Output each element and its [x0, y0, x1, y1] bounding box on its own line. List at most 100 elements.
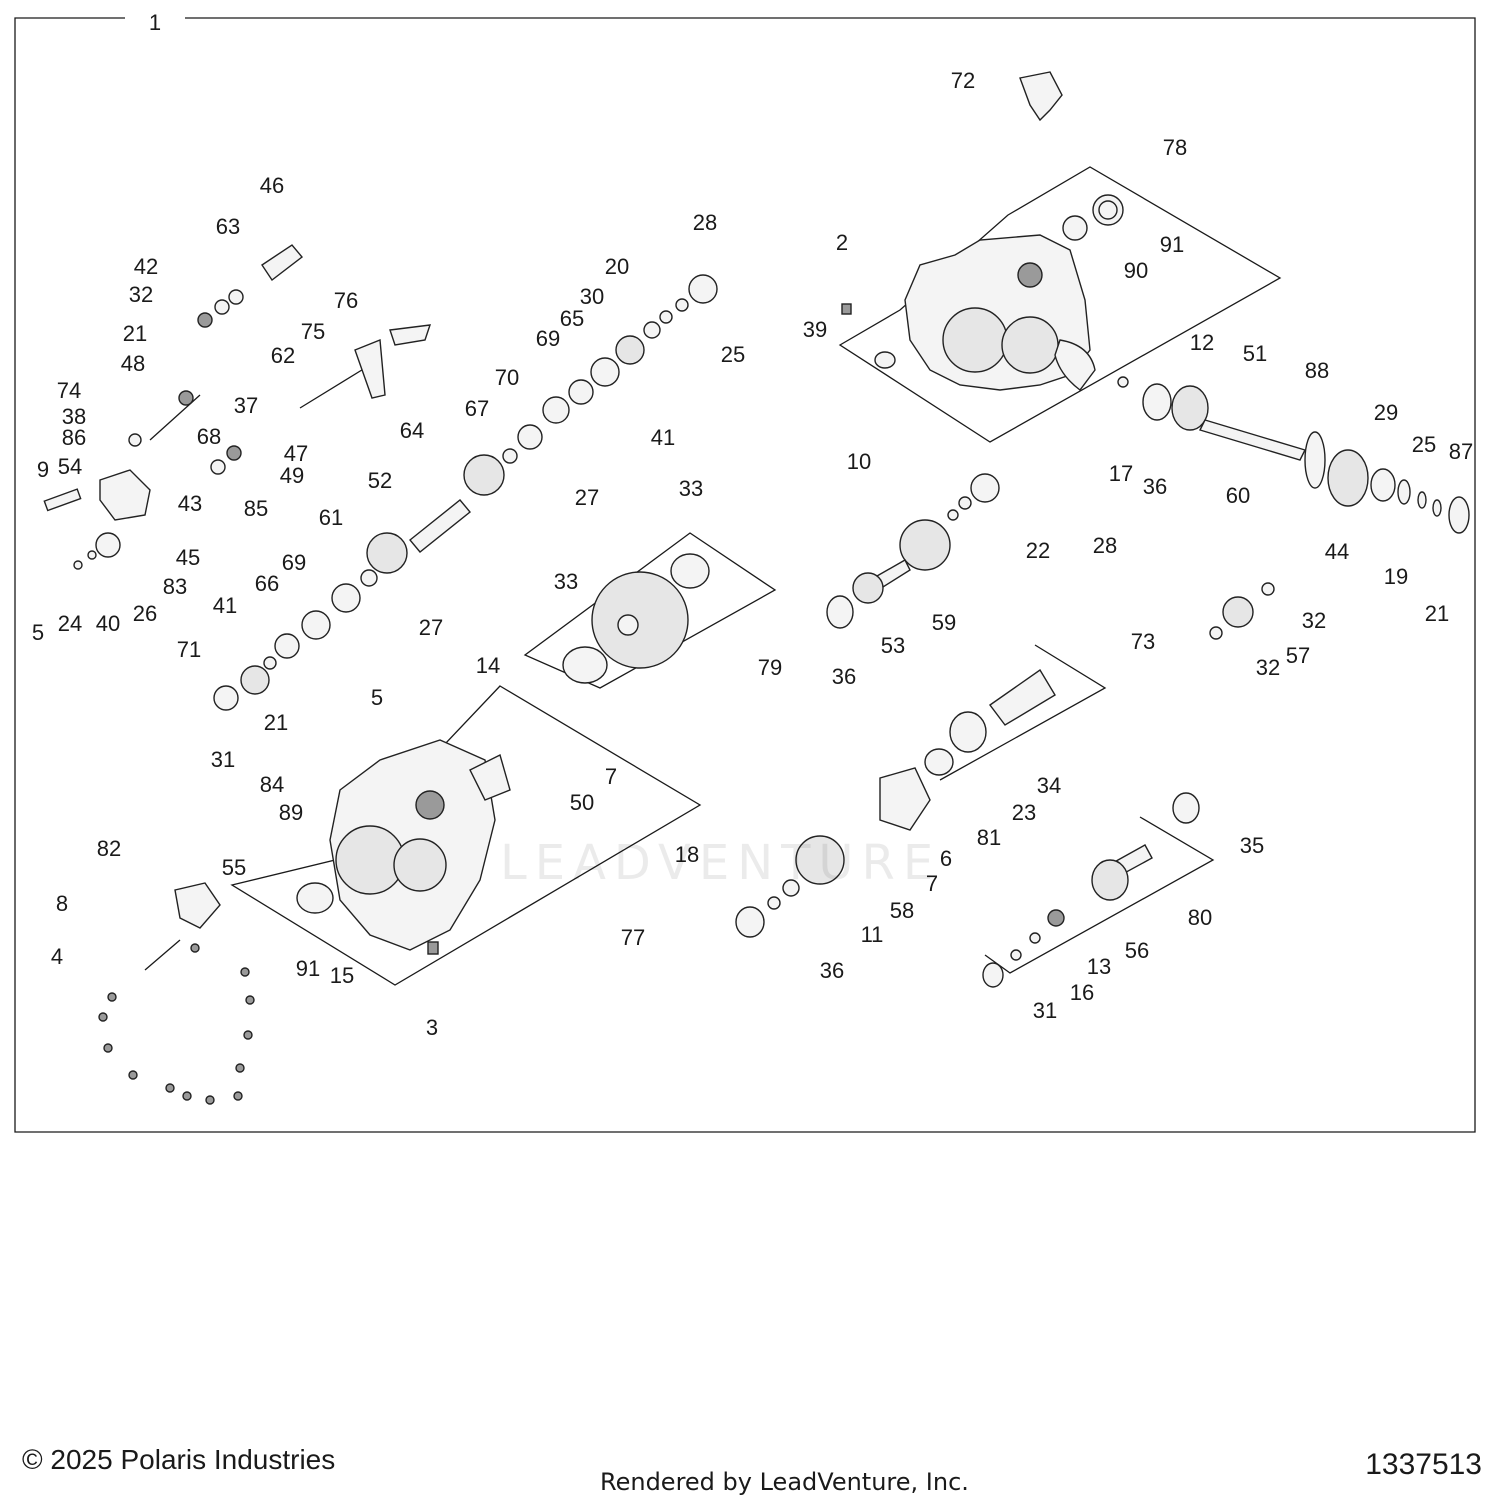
callout-90: 90	[1124, 258, 1148, 283]
callout-89: 89	[279, 800, 303, 825]
callout-91: 91	[1160, 232, 1184, 257]
callout-30: 30	[580, 284, 604, 309]
callout-7: 7	[926, 871, 938, 896]
pinion-shaft-group	[735, 644, 1107, 938]
callout-41: 41	[651, 425, 675, 450]
case-half-left	[144, 685, 702, 986]
callout-3: 3	[426, 1015, 438, 1040]
callout-32: 32	[1256, 655, 1280, 680]
callout-34: 34	[1037, 773, 1061, 798]
callout-17: 17	[1109, 461, 1133, 486]
callout-51: 51	[1243, 341, 1267, 366]
fastener-set	[98, 943, 255, 1105]
callout-29: 29	[1374, 400, 1398, 425]
callout-10: 10	[847, 449, 871, 474]
callout-86: 86	[62, 425, 86, 450]
callout-18: 18	[675, 842, 699, 867]
callout-41: 41	[213, 593, 237, 618]
callout-87: 87	[1449, 439, 1473, 464]
reverse-shaft-group	[982, 792, 1215, 988]
callout-32: 32	[129, 282, 153, 307]
callout-25: 25	[721, 342, 745, 367]
callout-54: 54	[58, 454, 82, 479]
diagram-frame	[14, 17, 1476, 1133]
callout-8: 8	[56, 891, 68, 916]
callout-67: 67	[465, 396, 489, 421]
callout-65: 65	[560, 306, 584, 331]
callout-5: 5	[371, 685, 383, 710]
rendered-by-credit: Rendered by LeadVenture, Inc.	[600, 1468, 969, 1496]
callout-58: 58	[890, 898, 914, 923]
callout-25: 25	[1412, 432, 1436, 457]
callout-50: 50	[570, 790, 594, 815]
callout-15: 15	[330, 963, 354, 988]
callout-43: 43	[178, 491, 202, 516]
callout-76: 76	[334, 288, 358, 313]
callout-77: 77	[621, 925, 645, 950]
callout-75: 75	[301, 319, 325, 344]
callout-5: 5	[32, 620, 44, 645]
output-shaft-parts	[1117, 376, 1470, 640]
callout-71: 71	[177, 637, 201, 662]
callout-52: 52	[368, 468, 392, 493]
counter-shaft-gears	[826, 473, 1000, 629]
callout-62: 62	[271, 343, 295, 368]
callout-2: 2	[836, 230, 848, 255]
callout-66: 66	[255, 571, 279, 596]
callout-16: 16	[1070, 980, 1094, 1005]
callout-81: 81	[977, 825, 1001, 850]
shift-shaft-parts	[43, 244, 432, 570]
callout-33: 33	[554, 569, 578, 594]
callout-60: 60	[1226, 483, 1250, 508]
callout-21: 21	[1425, 601, 1449, 626]
callout-37: 37	[234, 393, 258, 418]
watermark-text: LEADVENTURE	[500, 835, 942, 891]
callout-32: 32	[1302, 608, 1326, 633]
callout-31: 31	[211, 747, 235, 772]
callout-48: 48	[121, 351, 145, 376]
case-half-right	[838, 71, 1282, 443]
callout-42: 42	[134, 254, 158, 279]
copyright-notice: © 2025 Polaris Industries	[22, 1444, 336, 1475]
callout-61: 61	[319, 505, 343, 530]
callout-91: 91	[296, 956, 320, 981]
callout-57: 57	[1286, 643, 1310, 668]
callout-22: 22	[1026, 538, 1050, 563]
callout-88: 88	[1305, 358, 1329, 383]
callout-69: 69	[536, 326, 560, 351]
callout-33: 33	[679, 476, 703, 501]
callout-85: 85	[244, 496, 268, 521]
callout-44: 44	[1325, 539, 1349, 564]
callout-68: 68	[197, 424, 221, 449]
callout-36: 36	[820, 958, 844, 983]
callout-55: 55	[222, 855, 246, 880]
callout-79: 79	[758, 655, 782, 680]
callout-6: 6	[940, 846, 952, 871]
callout-56: 56	[1125, 938, 1149, 963]
callout-38: 38	[62, 404, 86, 429]
idler-gear-group	[523, 532, 777, 689]
callout-40: 40	[96, 611, 120, 636]
callout-73: 73	[1131, 629, 1155, 654]
callout-64: 64	[400, 418, 424, 443]
callout-26: 26	[133, 601, 157, 626]
diagram-number: 1337513	[1365, 1448, 1482, 1481]
callout-82: 82	[97, 836, 121, 861]
callout-21: 21	[264, 710, 288, 735]
callout-23: 23	[1012, 800, 1036, 825]
callout-9: 9	[37, 457, 49, 482]
callout-74: 74	[57, 378, 81, 403]
callout-14: 14	[476, 653, 500, 678]
callout-12: 12	[1190, 330, 1214, 355]
callout-78: 78	[1163, 135, 1187, 160]
callout-13: 13	[1087, 954, 1111, 979]
callout-28: 28	[693, 210, 717, 235]
main-shaft-gears	[213, 274, 718, 711]
callout-80: 80	[1188, 905, 1212, 930]
callout-19: 19	[1384, 564, 1408, 589]
callout-83: 83	[163, 574, 187, 599]
callout-53: 53	[881, 633, 905, 658]
callout-63: 63	[216, 214, 240, 239]
